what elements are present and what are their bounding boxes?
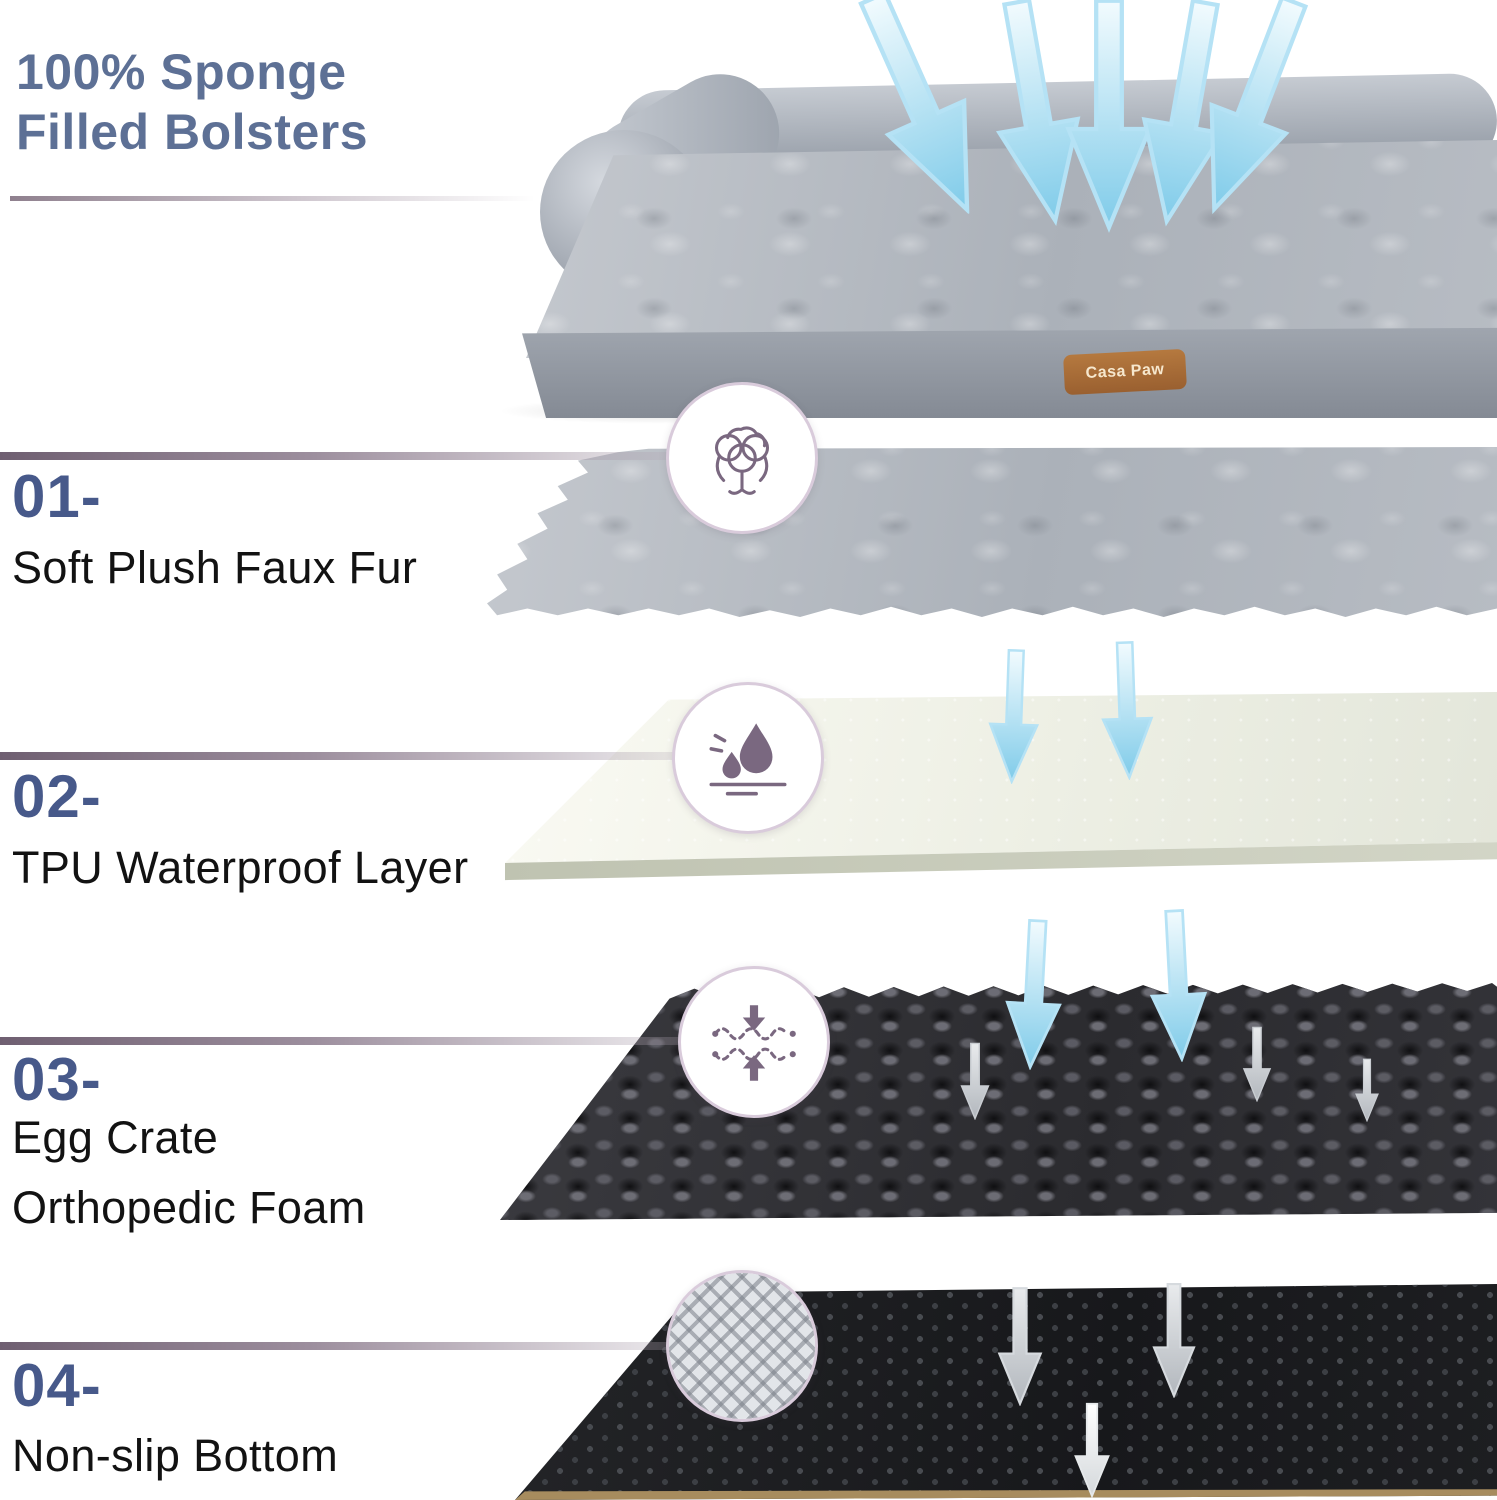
section-rule-03 [0, 1037, 700, 1045]
layer-label-03-line1: Egg Crate [12, 1112, 219, 1163]
layer-number-04: 04- [12, 1352, 102, 1419]
layer-number-02: 02- [12, 763, 102, 830]
airflow-arrow [1074, 1402, 1110, 1498]
bed-plush-surface [526, 140, 1497, 358]
airflow-arrow [1141, 0, 1227, 227]
airflow-arrow [1005, 918, 1062, 1071]
title-underline [10, 196, 535, 201]
layer-tpu-waterproof [505, 692, 1497, 882]
water-drops-icon [709, 723, 787, 796]
page-title: 100% Sponge Filled Bolsters [16, 42, 368, 162]
pressure-arrow [1355, 1058, 1379, 1122]
section-rule-02 [0, 752, 700, 760]
airflow-arrow [988, 648, 1040, 785]
cotton-icon [714, 426, 770, 495]
layer-icon-circle-04 [666, 1270, 818, 1422]
layer-egg-crate-foam [500, 982, 1497, 1220]
dog-bed-illustration: Casa Paw [468, 52, 1497, 424]
compression-icon [712, 1005, 796, 1081]
airflow-arrow [1152, 1283, 1196, 1398]
layer-faux-fur [487, 447, 1497, 617]
brand-label: Casa Paw [1063, 348, 1187, 396]
title-line-2: Filled Bolsters [16, 104, 369, 160]
airflow-arrow [1209, 0, 1309, 215]
tpu-top-face [505, 692, 1497, 863]
airflow-arrow [1065, 0, 1153, 233]
section-rule-04 [0, 1342, 700, 1350]
layer-icon-circle-02 [672, 682, 824, 834]
layer-icon-circle-03 [678, 966, 830, 1118]
layer-number-01: 01- [12, 463, 102, 530]
bed-front-panel [522, 327, 1497, 418]
airflow-arrow [1101, 641, 1154, 781]
layer-label-04: Non-slip Bottom [12, 1430, 339, 1481]
diamond-plate-icon [669, 1273, 815, 1419]
layer-label-03-line2: Orthopedic Foam [12, 1182, 366, 1233]
airflow-arrow [995, 0, 1081, 227]
airflow-arrow [1149, 908, 1208, 1063]
pressure-arrow [1242, 1026, 1272, 1102]
layer-icon-circle-01 [666, 382, 818, 534]
layer-label-02: TPU Waterproof Layer [12, 842, 469, 893]
airflow-arrow [997, 1287, 1043, 1406]
pressure-arrow [960, 1042, 990, 1120]
layer-number-03: 03- [12, 1046, 102, 1113]
layer-label-01: Soft Plush Faux Fur [12, 542, 418, 593]
section-rule-01 [0, 452, 700, 460]
airflow-arrow [858, 0, 970, 215]
title-line-1: 100% Sponge [16, 44, 347, 100]
